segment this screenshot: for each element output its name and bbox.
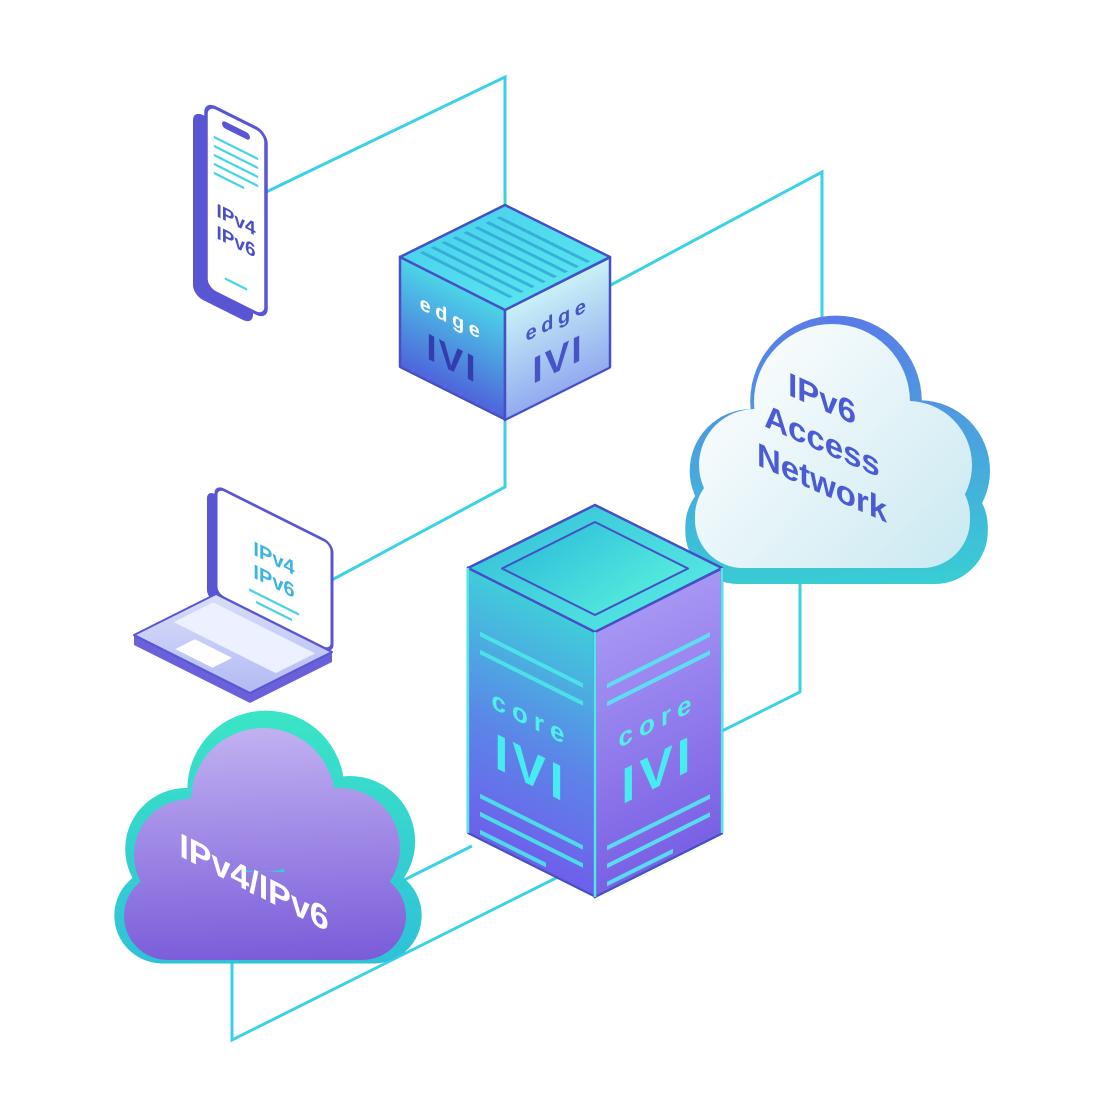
- edge-router-top: [398, 203, 612, 312]
- ipv4-ipv6-cloud-node: IPv4/IPv6: [114, 710, 422, 964]
- link-phone-edge-router: [261, 74, 507, 215]
- core-router-node: core IVI core IVI: [466, 503, 724, 899]
- core-left-stripes-top: [480, 631, 583, 706]
- core-router-top-panel: [501, 521, 689, 616]
- link-access-cloud-core-router: [719, 560, 802, 734]
- laptop-keyboard: [173, 602, 316, 674]
- laptop-trackpad: [175, 639, 233, 668]
- core-left-stripes-bottom: [480, 793, 583, 868]
- core-right-stripes-top: [607, 632, 710, 707]
- internet-cloud-body: [124, 728, 406, 960]
- core-router-left-face: core IVI: [466, 566, 597, 898]
- link-edge-router-laptop: [329, 415, 507, 583]
- phone-screen-lines: [213, 136, 259, 189]
- laptop-node: IPv4 IPv6: [133, 487, 334, 703]
- core-router-edge-highlights: [466, 568, 724, 897]
- access-cloud-body: [695, 324, 972, 568]
- edge-router-node: edge IVI edge IVI: [398, 203, 612, 422]
- ipv6-access-cloud-node: IPv6 Access Network: [685, 315, 990, 584]
- edge-router-top-vents: [415, 214, 595, 300]
- link-edge-router-access-cloud: [606, 169, 824, 360]
- laptop-screen-lines: [248, 588, 300, 621]
- link-lines: [230, 74, 824, 1043]
- core-right-stripes-bottom: [607, 794, 710, 887]
- phone-notch: [222, 121, 250, 140]
- link-internet-cloud-core-router: [230, 853, 603, 1043]
- core-router-right-face: core IVI: [593, 567, 724, 899]
- laptop-base-edge: [134, 635, 332, 703]
- phone-home-indicator: [224, 277, 248, 291]
- phone-node: IPv4 IPv6: [193, 104, 268, 322]
